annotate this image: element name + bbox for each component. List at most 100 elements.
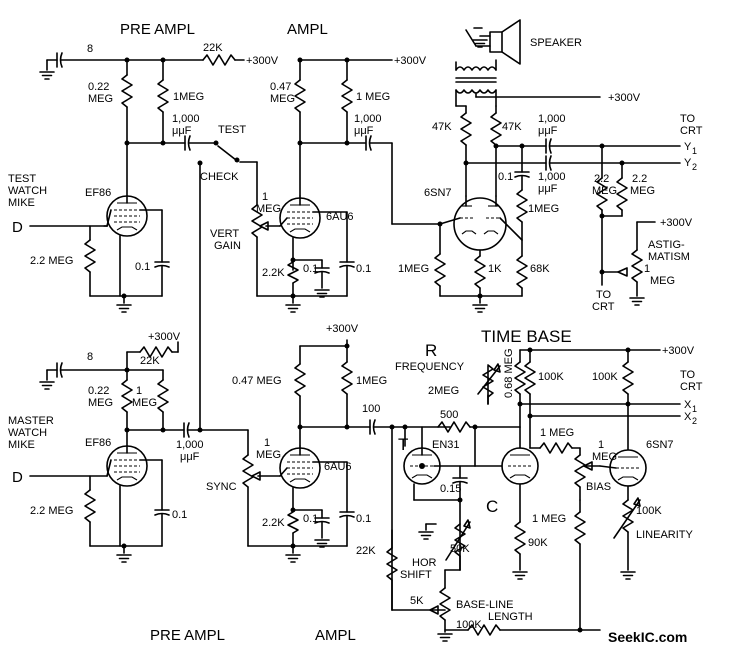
label-t: T [398,435,408,454]
label-c1000-y1-2: μμF [538,125,558,137]
ampl-top-stage [251,57,441,313]
label-r90k: 90K [528,537,548,549]
output-stage-top [434,19,681,313]
label-master-watch-1: MASTER [8,415,54,427]
label-r: R [425,341,437,360]
label-r1meg-tb: 1 MEG [540,427,574,439]
time-base-stage [386,347,681,642]
label-speaker: SPEAKER [530,37,582,49]
label-master-watch-3: MIKE [8,439,35,451]
label-r22meg-y1-2: MEG [592,185,617,197]
label-pot-astig-1: 1 [644,263,650,275]
label-d-bottom: D [12,469,23,486]
label-c1000-top-1: 1,000 [172,113,200,125]
label-r22meg-y2-2: MEG [630,185,655,197]
label-y1: Y [684,141,692,153]
label-vert-gain-2: GAIN [214,240,241,252]
label-r022-bottom-1: 0.22 [88,385,109,397]
header-ampl-top: AMPL [287,21,328,38]
label-6sn7-top: 6SN7 [424,187,452,199]
label-test-watch-2: WATCH [8,185,47,197]
label-pot-bias-1: 1 [598,439,604,451]
label-ef86-top: EF86 [85,187,111,199]
label-r022-top-2: MEG [88,93,113,105]
label-r100k-lin: 100K [636,505,662,517]
label-r22meg-bottom: 2.2 MEG [30,505,73,517]
label-supply-d: +300V [660,217,693,229]
label-c01b-ampl-top: 0.1 [356,263,371,275]
label-to-crt-x-1: TO [680,369,696,381]
label-y1-sub: 1 [692,146,697,156]
label-linearity: LINEARITY [636,529,694,541]
label-en31: EN31 [432,439,460,451]
pre-ampl-bottom-stage [29,341,249,563]
label-hor-shift-2: SHIFT [400,569,432,581]
label-r100k-a: 100K [538,371,564,383]
label-to-crt-bottom-2: CRT [592,301,615,313]
label-test-watch-1: TEST [8,173,36,185]
label-c01b-ampl-bottom: 0.1 [356,513,371,525]
label-r1meg-sn7: 1MEG [528,203,559,215]
label-sync: SYNC [206,481,237,493]
label-r047-top-2: MEG [270,93,295,105]
label-r1meg-ampl-bottom: 1MEG [356,375,387,387]
label-c1000-bottom-2: μμF [180,451,200,463]
label-bias: BIAS [586,481,611,493]
header-pre-ampl-bottom: PRE AMPL [150,627,225,644]
label-c015: 0.15 [440,483,461,495]
label-r1meg-tb-b: 1 MEG [532,513,566,525]
label-ef86-bottom: EF86 [85,437,111,449]
label-r022-top-1: 0.22 [88,81,109,93]
label-c01-sn7: 0.1 [498,171,513,183]
label-to-crt-bottom-1: TO [596,289,612,301]
label-c: C [486,497,498,516]
label-d-top: D [12,219,23,236]
label-r022-bottom-2: MEG [88,397,113,409]
label-6au6-bottom: 6AU6 [324,461,352,473]
label-r22meg-top: 2.2 MEG [30,255,73,267]
label-supply-g: +300V [662,345,695,357]
label-base-line-2: LENGTH [488,611,533,623]
label-pot-sync-1: 1 [264,437,270,449]
label-r1meg-ampl-top: 1 MEG [356,91,390,103]
label-supply-a: +300V [246,55,279,67]
label-master-watch-2: WATCH [8,427,47,439]
label-r22k-top: 22K [203,42,223,54]
label-r22k-ampl-bottom: 2.2K [262,517,285,529]
label-supply-f: +300V [326,323,359,335]
label-r100k-b: 100K [592,371,618,383]
label-r047-top-1: 0.47 [270,81,291,93]
label-c01-pre-top: 0.1 [135,261,150,273]
label-check: CHECK [200,171,239,183]
label-pot-astig-2: MEG [650,275,675,287]
label-x2-sub: 2 [692,416,697,426]
label-c100: 100 [362,403,380,415]
label-r1meg-pre-top: 1MEG [173,91,204,103]
label-x2: X [684,411,692,423]
label-to-crt-y-2: CRT [680,125,703,137]
label-base-line-1: BASE-LINE [456,599,513,611]
label-r2meg-freq: 2MEG [428,385,459,397]
component-labels: 8 22K +300V 0.22 MEG 1MEG 1,000 μμF TEST… [8,37,703,631]
label-supply-b: +300V [394,55,427,67]
label-r1meg-pre-bottom-1: 1 [136,385,142,397]
label-r22k-tb: 22K [356,545,376,557]
ampl-bottom-stage [242,339,395,563]
label-c1000-y2-1: 1,000 [538,171,566,183]
label-astig-2: MATISM [648,251,690,263]
label-c01-pre-bottom: 0.1 [172,509,187,521]
label-c8-top: 8 [87,43,93,55]
label-c1000-top-2: μμF [172,125,192,137]
label-to-crt-y-1: TO [680,113,696,125]
label-frequency: FREQUENCY [395,361,465,373]
label-x1-sub: 1 [692,404,697,414]
label-r068meg: 0.68 MEG [503,348,515,398]
brand-watermark: SeekIC.com [608,629,687,645]
label-c8-bottom: 8 [87,351,93,363]
label-x1: X [684,399,692,411]
label-r22meg-y1-1: 2.2 [594,173,609,185]
label-supply-e: +300V [148,331,181,343]
label-r47k-b: 47K [502,121,522,133]
label-pot-bias-2: MEG [592,451,617,463]
